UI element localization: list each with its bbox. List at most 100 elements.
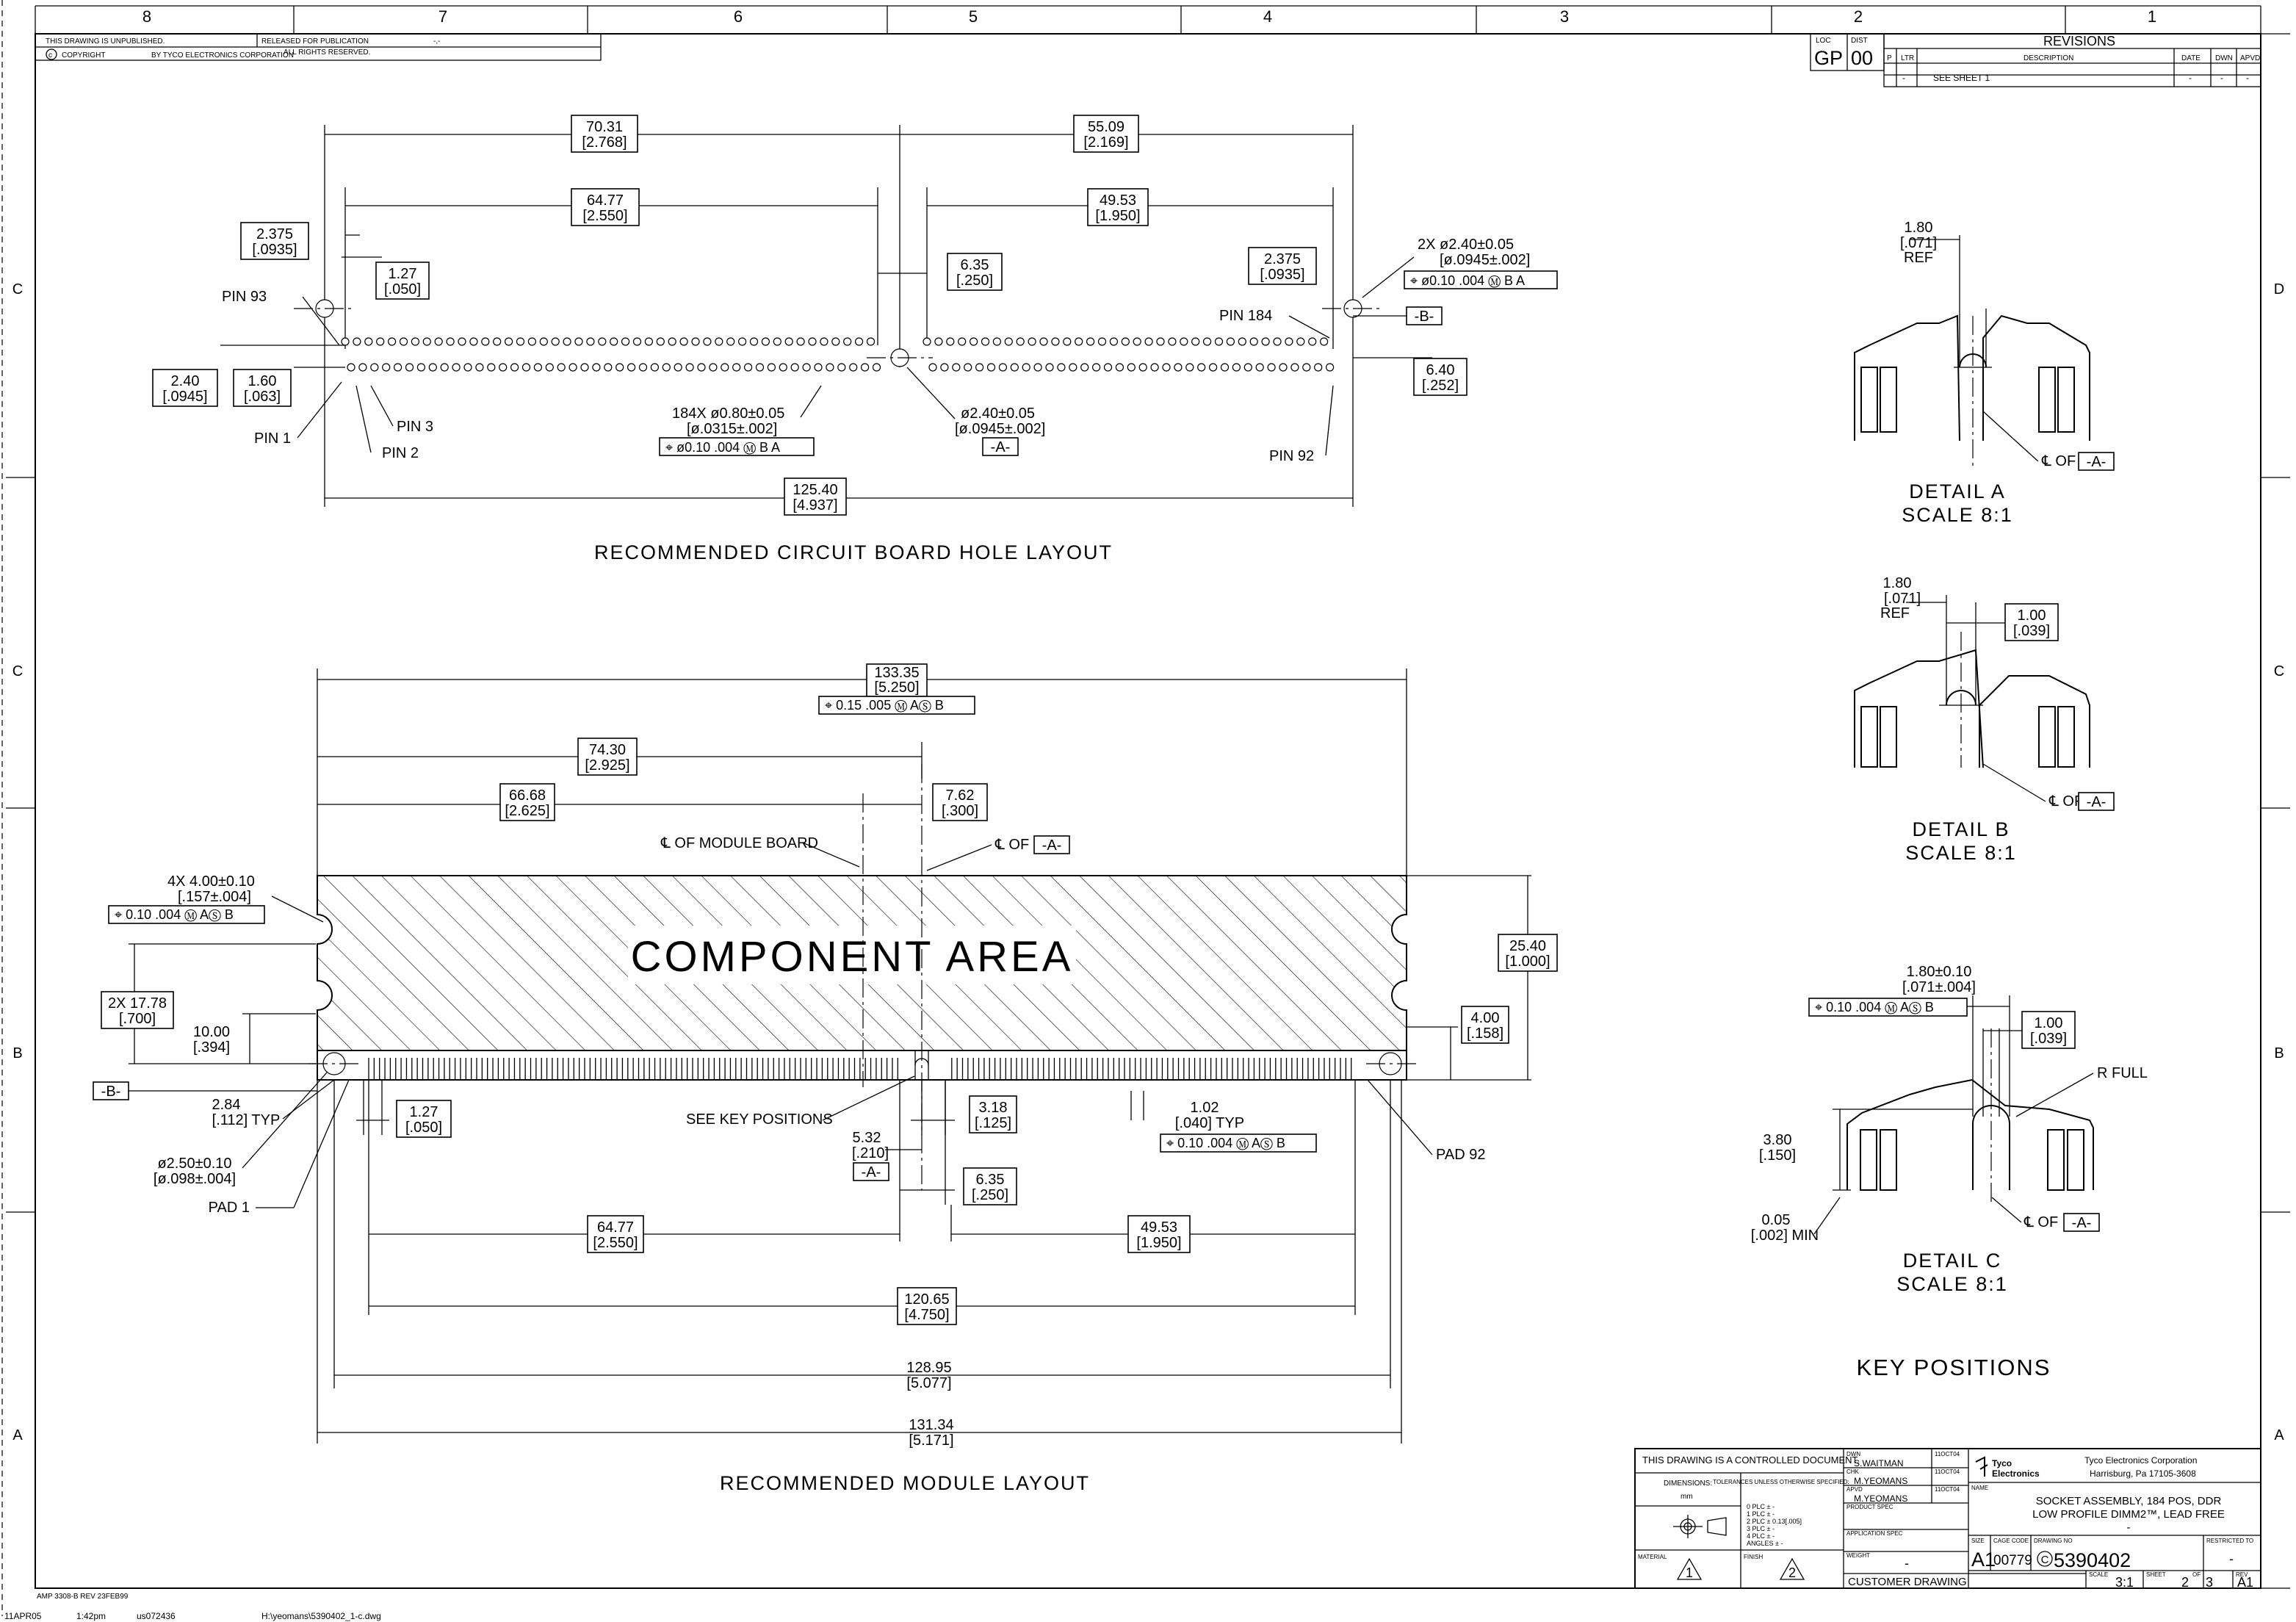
pin-hole: [382, 363, 391, 372]
tol-line: 0 PLC ± -: [1747, 1503, 1775, 1510]
detail-c-height-inch: [.150]: [1759, 1147, 1796, 1164]
pin-2-label: PIN 2: [382, 445, 419, 461]
pin-hole: [399, 337, 408, 346]
pin-hole: [598, 337, 607, 346]
restricted-label: RESTRICTED TO: [2206, 1538, 2253, 1544]
tolerances-label: TOLERANCES UNLESS OTHERWISE SPECIFIED:: [1713, 1479, 1849, 1485]
zone-label: 6: [734, 7, 743, 26]
pin-hole: [1226, 337, 1235, 346]
tol-line: ANGLES ± -: [1747, 1540, 1783, 1547]
logo-electronics: Electronics: [1992, 1468, 2040, 1479]
cage-label: CAGE CODE: [1993, 1538, 2029, 1544]
pin-hole: [563, 337, 571, 346]
pin-hole: [551, 337, 560, 346]
approved-date: 11OCT04: [1935, 1486, 1960, 1493]
rev-col-apvd: APVD: [2240, 54, 2260, 62]
zone-labels-side: C C B A D C B A: [12, 281, 2285, 1443]
dim-5-32-inch: [.210]: [852, 1145, 889, 1161]
dim-25-40-inch: [1.000]: [1505, 954, 1550, 970]
zone-label: C: [2274, 663, 2284, 680]
zone-label: 8: [142, 7, 151, 26]
customer-drawing: CUSTOMER DRAWING: [1848, 1576, 1967, 1588]
pin-hole: [475, 363, 484, 372]
material-label: MATERIAL: [1638, 1554, 1667, 1560]
pin-hole: [364, 337, 373, 346]
application-spec-label: APPLICATION SPEC: [1846, 1530, 1903, 1537]
fcf-4x-hole: ⌖ 0.10 .004 Ⓜ AⓈ B: [115, 907, 234, 922]
unpublished-note: THIS DRAWING IS UNPUBLISHED.: [46, 37, 165, 46]
pin-hole: [790, 363, 799, 372]
dim-49-53-module-inch: [1.950]: [1136, 1235, 1181, 1251]
pin-hole: [1308, 337, 1317, 346]
pin-hole: [986, 363, 996, 372]
plot-date: 11APR05: [4, 1611, 42, 1621]
pin-hole: [370, 363, 379, 372]
sheet-value: 2: [2181, 1575, 2189, 1590]
tol-line: 4 PLC ± -: [1747, 1532, 1775, 1540]
detail-c-title: DETAIL C: [1903, 1250, 2002, 1272]
detail-c-cl: ℄ OF: [2024, 1214, 2058, 1230]
pin-hole: [831, 337, 840, 346]
pin-hole: [615, 363, 624, 372]
pin-hole: [998, 363, 1008, 372]
size-label: SIZE: [1971, 1538, 1985, 1544]
dim-1-02: 1.02: [1191, 1100, 1219, 1116]
pin-184-label: PIN 184: [1219, 308, 1272, 324]
released-note: RELEASED FOR PUBLICATION: [261, 37, 369, 46]
tol-line: 2 PLC ± 0.13[.005]: [1747, 1518, 1802, 1525]
pin-hole: [481, 337, 490, 346]
scale-value: 3:1: [2115, 1575, 2134, 1590]
chk-label: CHK: [1846, 1468, 1860, 1475]
pin-hole: [452, 363, 461, 372]
pin-hole: [1185, 363, 1194, 372]
detail-a-title: DETAIL A: [1909, 480, 2006, 502]
sheet-label: SHEET: [2146, 1571, 2166, 1578]
detail-c-width-inch: [.039]: [2030, 1031, 2067, 1047]
fcf-184x-hole: ⌖ ø0.10 .004 Ⓜ B A: [665, 440, 780, 455]
tyco-logo-icon: [1975, 1456, 1988, 1477]
pin-hole: [1121, 337, 1130, 346]
dimensions-units: mm: [1681, 1493, 1693, 1501]
fcf-1-02: ⌖ 0.10 .004 Ⓜ AⓈ B: [1166, 1136, 1285, 1150]
pin-hole: [1238, 337, 1246, 346]
drawing-no-prefix: C: [2041, 1554, 2049, 1566]
pin-hole: [487, 363, 496, 372]
zone-label: C: [12, 281, 23, 298]
pin-hole: [732, 363, 741, 372]
dim-74-30: 74.30: [589, 742, 626, 758]
note-2x-hole: 2X ø2.40±0.05: [1418, 237, 1514, 253]
zone-label: B: [2274, 1045, 2284, 1061]
pad-1-label: PAD 1: [209, 1200, 250, 1216]
zone-label: 7: [438, 7, 447, 26]
pin-hole: [1243, 363, 1252, 372]
pin-hole: [773, 337, 781, 346]
pin-hole: [668, 337, 676, 346]
dim-2-375-right: 2.375: [1264, 251, 1301, 267]
pin-hole: [539, 337, 548, 346]
dwn-label: DWN: [1846, 1451, 1860, 1457]
zone-label: 3: [1560, 7, 1569, 26]
dim-6-40: 6.40: [1426, 362, 1455, 378]
part-name-2: LOW PROFILE DIMM2™, LEAD FREE: [2032, 1508, 2225, 1521]
detail-b-dim-inch: [.039]: [2013, 623, 2050, 639]
product-spec-label: PRODUCT SPEC: [1846, 1504, 1894, 1510]
pin-hole: [463, 363, 472, 372]
pin-hole: [1249, 337, 1258, 346]
pin-hole: [393, 363, 402, 372]
part-name-1: SOCKET ASSEMBLY, 184 POS, DDR: [2036, 1495, 2222, 1507]
pin-hole: [1004, 337, 1013, 346]
pin-hole: [422, 337, 431, 346]
restricted-value: -: [2229, 1551, 2234, 1566]
dim-131-34: 131.34: [909, 1417, 953, 1433]
detail-b-ref-label: REF: [1880, 605, 1910, 621]
pin-hole: [1162, 363, 1171, 372]
loc-value: GP: [1814, 47, 1843, 69]
note-4x-hole: 4X 4.00±0.10: [167, 873, 255, 890]
apvd-label: APVD: [1846, 1486, 1863, 1493]
dim-2-40: 2.40: [171, 373, 200, 389]
pin-hole: [621, 337, 630, 346]
pin-hole: [1097, 337, 1107, 346]
scale-label: SCALE: [2089, 1571, 2108, 1578]
pin-hole: [1319, 337, 1329, 346]
rev-row-desc: SEE SHEET 1: [1933, 73, 1990, 83]
